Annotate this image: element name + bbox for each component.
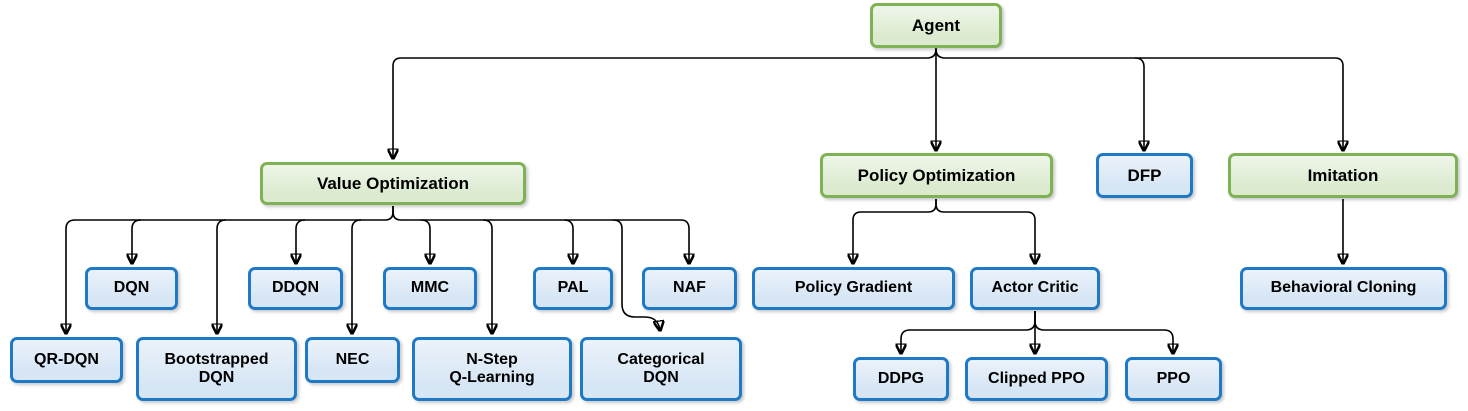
node-imitation: Imitation [1228,153,1458,198]
node-qr-dqn: QR-DQN [10,337,123,383]
edge-agent-value-optimization [393,48,937,158]
edge-actor-critic-ppo [1034,311,1173,353]
node-dfp: DFP [1096,153,1193,198]
edge-value-optimization-naf [392,206,689,263]
edge-policy-optimization-policy-gradient [853,199,937,263]
node-label: PPO [1156,369,1191,387]
node-label: NAF [673,279,706,297]
node-nec: NEC [305,337,400,383]
edge-policy-optimization-actor-critic [935,199,1035,263]
node-label: DDQN [271,279,320,297]
node-behavioral-cloning: Behavioral Cloning [1240,267,1447,310]
node-naf: NAF [642,267,737,310]
node-agent: Agent [870,3,1002,48]
node-label: Agent [911,15,961,35]
edge-value-optimization-pal [563,219,573,263]
node-ddqn: DDQN [248,267,343,310]
edge-agent-dfp [1134,57,1144,150]
node-policy-optimization: Policy Optimization [820,153,1053,198]
node-pal: PAL [533,267,613,310]
node-label: DDPG [877,369,925,387]
node-label: Bootstrapped DQN [164,350,269,386]
node-label: MMC [410,279,450,297]
edge-value-optimization-bootstrapped-dqn [217,219,227,333]
node-label: Clipped PPO [988,369,1085,387]
edge-value-optimization-nec [352,219,362,333]
node-label: DFP [1127,165,1162,185]
edge-value-optimization-ddqn [296,219,306,263]
edge-value-optimization-n-step-q-learning [482,219,492,333]
node-label: Policy Optimization [857,165,1016,185]
edge-value-optimization-mmc [420,219,430,263]
node-label: NEC [335,350,370,368]
node-label: Policy Gradient [794,279,913,297]
node-actor-critic: Actor Critic [970,267,1100,310]
node-n-step-q-learning: N-Step Q-Learning [412,337,572,401]
node-value-optimization: Value Optimization [260,162,526,205]
node-label: Categorical DQN [617,350,705,386]
node-bootstrapped-dqn: Bootstrapped DQN [136,337,297,401]
edge-actor-critic-ddpg [901,311,1036,353]
node-categorical-dqn: Categorical DQN [580,337,742,401]
node-label: Value Optimization [316,173,470,193]
node-ppo: PPO [1125,357,1222,401]
edge-value-optimization-qr-dqn [66,206,394,333]
node-ddpg: DDPG [853,357,949,401]
node-label: PAL [557,279,589,297]
node-label: QR-DQN [34,350,99,368]
node-label: Imitation [1307,165,1379,185]
node-dqn: DQN [85,267,178,310]
edge-agent-imitation [935,48,1343,150]
node-policy-gradient: Policy Gradient [752,267,955,310]
node-clipped-ppo: Clipped PPO [965,357,1108,401]
node-label: Behavioral Cloning [1270,279,1417,297]
edge-value-optimization-categorical-dqn [612,219,660,330]
node-mmc: MMC [383,267,477,310]
node-label: Actor Critic [991,279,1079,297]
edge-value-optimization-dqn [132,219,142,263]
node-label: DQN [113,279,150,297]
node-label: N-Step Q-Learning [449,350,535,386]
